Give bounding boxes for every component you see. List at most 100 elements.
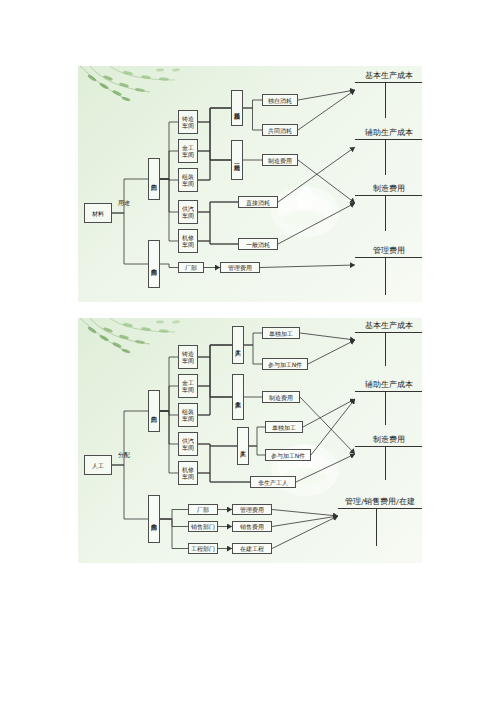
t-account: 基本生产成本 — [355, 70, 422, 118]
t-account: 辅助生产成本 — [355, 379, 422, 425]
box-label: 一般消耗 — [246, 241, 270, 248]
process-box: 组装车间 — [178, 403, 198, 427]
box-label: 单独加工 — [269, 330, 293, 337]
arrow-connector — [218, 548, 232, 549]
box-label: 人工 — [92, 462, 104, 469]
connector — [160, 264, 178, 268]
box-label: 在建工程 — [240, 545, 264, 552]
box-label: 制造费用 — [268, 157, 292, 164]
t-account: 制造费用 — [355, 183, 422, 231]
connector — [198, 108, 231, 122]
process-box: 一般消耗 — [238, 238, 278, 250]
t-account: 基本生产成本 — [355, 320, 422, 366]
connector — [160, 411, 178, 473]
process-box: 铸造车间 — [178, 110, 198, 134]
connector — [198, 241, 238, 244]
connector — [160, 151, 178, 179]
process-box: 供汽车间 — [178, 200, 198, 224]
process-box: 金工车间 — [178, 374, 198, 398]
process-box: 参与加工N件 — [265, 449, 311, 461]
connector — [160, 411, 178, 444]
process-box: 铸造车间 — [178, 345, 198, 369]
box-label: 参与加工N件 — [271, 452, 306, 459]
connector — [112, 179, 148, 213]
box-label: 独自消耗 — [268, 97, 292, 104]
process-box: 人工 — [84, 455, 112, 475]
process-box: 厂部 — [178, 262, 204, 273]
account-title: 基本生产成本 — [355, 70, 422, 83]
box-label: 供汽车间 — [180, 205, 196, 219]
connector — [160, 357, 178, 411]
connector — [244, 333, 262, 345]
box-label: 厂部 — [185, 264, 197, 271]
connector — [198, 473, 250, 482]
process-box: 直接消耗 — [238, 196, 278, 208]
process-box: 制造费用 — [262, 391, 300, 403]
box-label: 机修车间 — [180, 234, 196, 248]
vertical-box: 非生产部门 — [148, 495, 160, 543]
connector — [249, 427, 265, 446]
connector — [198, 151, 231, 160]
process-box: 销售费用 — [232, 521, 272, 532]
account-title: 管理/销售费用/在建 — [338, 496, 422, 509]
box-label: 直接消耗 — [246, 199, 270, 206]
box-label: 金工车间 — [180, 379, 196, 393]
t-account: 管理费用 — [355, 245, 422, 295]
arrow-connector — [298, 90, 355, 130]
process-box: 供汽车间 — [178, 432, 198, 456]
box-label: 销售部门 — [191, 523, 215, 530]
connector — [244, 397, 262, 398]
connector — [198, 357, 232, 397]
connector — [112, 213, 148, 264]
process-box: 厂部 — [188, 504, 218, 515]
account-title: 辅助生产成本 — [355, 127, 422, 140]
connector — [198, 345, 232, 415]
connector — [198, 345, 232, 357]
account-title: 制造费用 — [355, 183, 422, 196]
connector — [112, 411, 148, 465]
connector — [160, 386, 178, 411]
box-label: 销售费用 — [240, 523, 264, 530]
process-box: 单独加工 — [262, 327, 300, 339]
process-box: 管理费用 — [220, 262, 260, 273]
connector — [198, 444, 250, 482]
connector — [198, 397, 232, 415]
box-label: 金工车间 — [180, 144, 196, 158]
arrow-connector — [300, 333, 355, 340]
arrow-connector — [296, 454, 355, 482]
process-box: 在建工程 — [232, 543, 272, 554]
process-box: 金工车间 — [178, 139, 198, 163]
connector — [160, 411, 178, 415]
connector — [243, 160, 262, 161]
process-box: 参与加工N件 — [262, 358, 308, 370]
process-box: 机修车间 — [178, 461, 198, 485]
process-box: 销售部门 — [188, 521, 218, 532]
box-label: 管理费用 — [228, 264, 252, 271]
connector — [243, 108, 262, 130]
account-title: 辅助生产成本 — [355, 379, 422, 392]
t-account: 制造费用 — [355, 434, 422, 480]
connector — [198, 446, 237, 473]
process-box: 共同消耗 — [262, 124, 298, 136]
arrow-connector — [303, 399, 355, 427]
box-label: 铸造车间 — [180, 115, 196, 129]
arrow-connector — [260, 265, 355, 268]
vertical-box: 非生产部门 — [148, 240, 160, 288]
arrow-connector — [298, 160, 355, 203]
vertical-box: 生产部门 — [148, 390, 160, 432]
arrow-connector — [300, 397, 355, 454]
arrow-connector — [272, 510, 338, 517]
arrow-connector — [311, 399, 355, 455]
vertical-box: 生产工人 — [237, 427, 249, 465]
process-box: 材料 — [84, 203, 112, 223]
process-box: 组装车间 — [178, 168, 198, 192]
arrow-connector — [298, 90, 355, 100]
box-label: 铸造车间 — [180, 350, 196, 364]
arrow-connector — [204, 267, 220, 268]
connector — [198, 202, 238, 212]
connector — [198, 202, 238, 241]
account-title: 管理费用 — [355, 245, 422, 258]
connector — [198, 212, 238, 244]
connector — [160, 519, 188, 527]
